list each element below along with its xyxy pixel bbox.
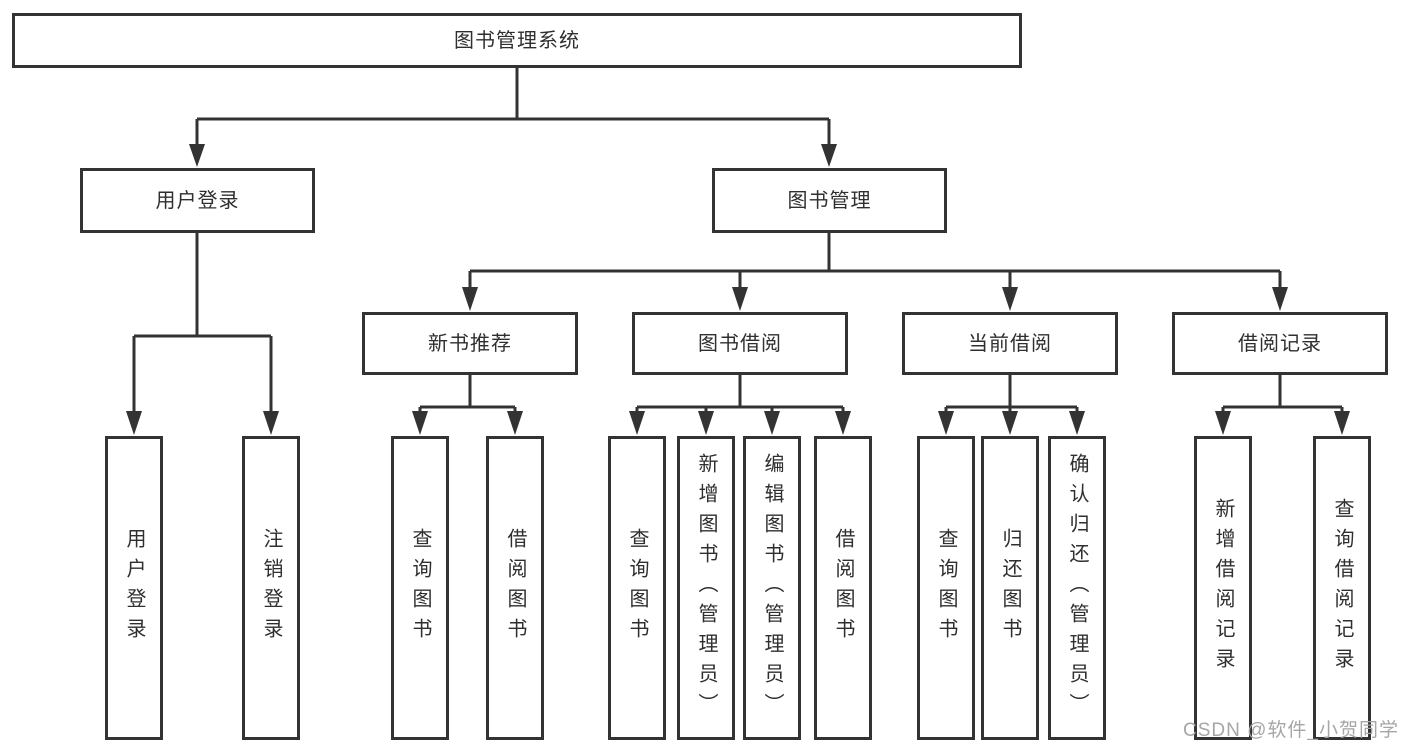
node-query-borrow-record: 查询借阅记录 bbox=[1313, 436, 1371, 740]
node-library-management-system: 图书管理系统 bbox=[12, 13, 1022, 68]
node-edit-books-admin: 编辑图书（管理员） bbox=[743, 436, 801, 740]
node-query-books-current: 查询图书 bbox=[917, 436, 975, 740]
node-logout: 注销登录 bbox=[242, 436, 300, 740]
node-add-borrow-record: 新增借阅记录 bbox=[1194, 436, 1252, 740]
node-confirm-return-admin: 确认归还（管理员） bbox=[1048, 436, 1106, 740]
node-return-books: 归还图书 bbox=[981, 436, 1039, 740]
node-query-books-borrowing: 查询图书 bbox=[608, 436, 666, 740]
node-query-books-recommend: 查询图书 bbox=[391, 436, 449, 740]
node-borrowing-records: 借阅记录 bbox=[1172, 312, 1388, 375]
node-borrow-books-recommend: 借阅图书 bbox=[486, 436, 544, 740]
node-add-books-admin: 新增图书（管理员） bbox=[677, 436, 735, 740]
connector-line bbox=[132, 68, 1344, 414]
node-borrow-books-leaf: 借阅图书 bbox=[814, 436, 872, 740]
node-book-borrowing: 图书借阅 bbox=[632, 312, 848, 375]
arrowhead bbox=[126, 144, 1350, 435]
node-new-book-recommendation: 新书推荐 bbox=[362, 312, 578, 375]
node-current-borrowing: 当前借阅 bbox=[902, 312, 1118, 375]
node-user-login-module: 用户登录 bbox=[80, 168, 315, 233]
node-user-login-leaf: 用户登录 bbox=[105, 436, 163, 740]
node-book-management-module: 图书管理 bbox=[712, 168, 947, 233]
